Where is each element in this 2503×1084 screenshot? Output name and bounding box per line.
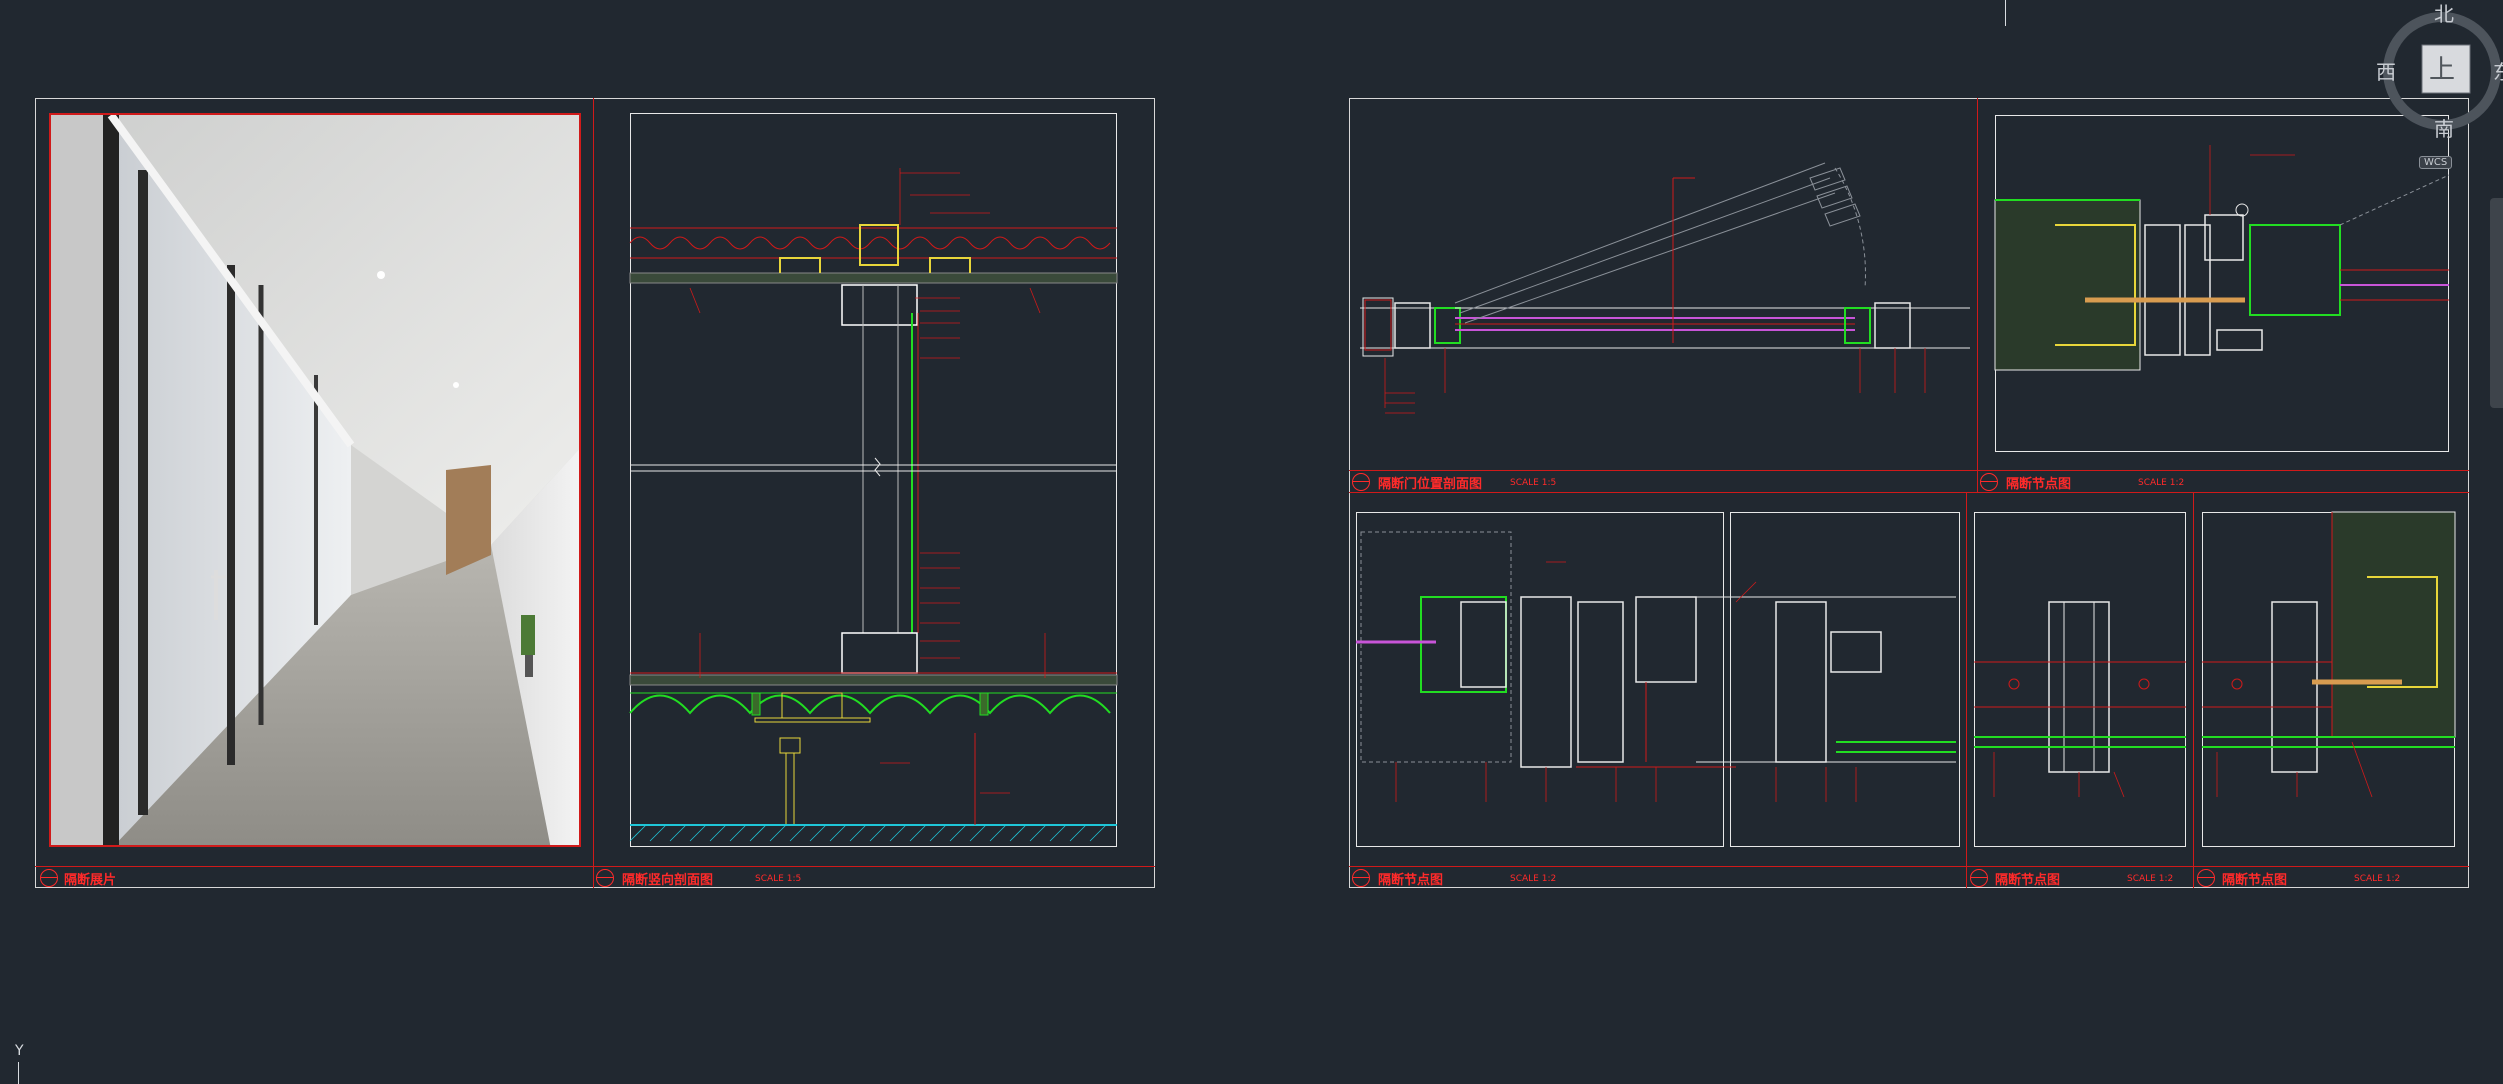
photo-title-symbol [40, 869, 58, 887]
left-sheet-title-strip [35, 866, 1155, 867]
node-br-scale: SCALE 1:2 [2354, 874, 2401, 884]
right-sheet-vdivider-top [1977, 98, 1978, 492]
door-title-symbol [1352, 473, 1370, 491]
viewcube-ring [2383, 12, 2501, 130]
section-title: 隔断竖向剖面图 [622, 873, 714, 888]
node-bl-title-symbol [1352, 869, 1370, 887]
left-drawing-sheet[interactable] [35, 98, 1155, 888]
corridor-photo-image [51, 115, 579, 845]
left-sheet-divider [593, 98, 594, 888]
node-bm-title-symbol [1970, 869, 1988, 887]
node-bl-frame-a[interactable] [1356, 512, 1724, 847]
node-bm-title: 隔断节点图 [1995, 873, 2061, 888]
node-br-drawing [2202, 511, 2456, 798]
right-sheet-vdivider-b1 [1966, 492, 1967, 888]
node-top-scale: SCALE 1:2 [2138, 478, 2185, 488]
node-bl-drawing [1356, 531, 1956, 802]
node-top-title: 隔断节点图 [2006, 477, 2072, 492]
door-section-drawing [1360, 162, 1970, 414]
vertical-section-drawing [629, 168, 1118, 842]
right-drawing-sheet[interactable] [1349, 98, 2469, 888]
compass-north[interactable]: 北 [2434, 2, 2454, 26]
cursor-crosshair-tick [2005, 0, 2006, 26]
node-bm-drawing [1974, 601, 2186, 798]
right-sheet-hdivider [1349, 470, 2469, 471]
door-title: 隔断门位置剖面图 [1378, 477, 1483, 492]
ucs-y-axis [18, 1062, 19, 1084]
node-bl-scale: SCALE 1:2 [1510, 874, 1557, 884]
node-bl-title: 隔断节点图 [1378, 873, 1444, 888]
compass-west[interactable]: 西 [2376, 60, 2396, 84]
viewcube-top-face[interactable]: 上 [2429, 55, 2456, 85]
wcs-badge[interactable]: WCS [2419, 156, 2453, 169]
node-top-title-symbol [1980, 473, 1998, 491]
partition-photo[interactable] [49, 113, 581, 847]
section-scale: SCALE 1:5 [755, 874, 802, 884]
photo-title: 隔断展片 [64, 873, 117, 888]
node-top-drawing [1994, 145, 2450, 371]
node-bm-frame[interactable] [1974, 512, 2186, 847]
right-sheet-title-strip-top [1349, 492, 2469, 493]
node-bm-scale: SCALE 1:2 [2127, 874, 2174, 884]
node-bl-frame-b[interactable] [1730, 512, 1960, 847]
compass-south[interactable]: 南 [2434, 117, 2454, 141]
vertical-section-frame[interactable] [630, 113, 1117, 847]
navigation-bar[interactable] [2490, 198, 2503, 408]
node-br-title-symbol [2197, 869, 2215, 887]
ucs-y-label: Y [15, 1043, 24, 1059]
section-title-symbol [596, 869, 614, 887]
right-sheet-vdivider-b2 [2193, 492, 2194, 888]
viewcube[interactable]: 北 西 东 南 上 [2376, 2, 2503, 141]
door-scale: SCALE 1:5 [1510, 478, 1557, 488]
compass-east[interactable]: 东 [2493, 56, 2503, 85]
node-br-title: 隔断节点图 [2222, 873, 2288, 888]
right-sheet-title-strip-bottom [1349, 866, 2469, 867]
